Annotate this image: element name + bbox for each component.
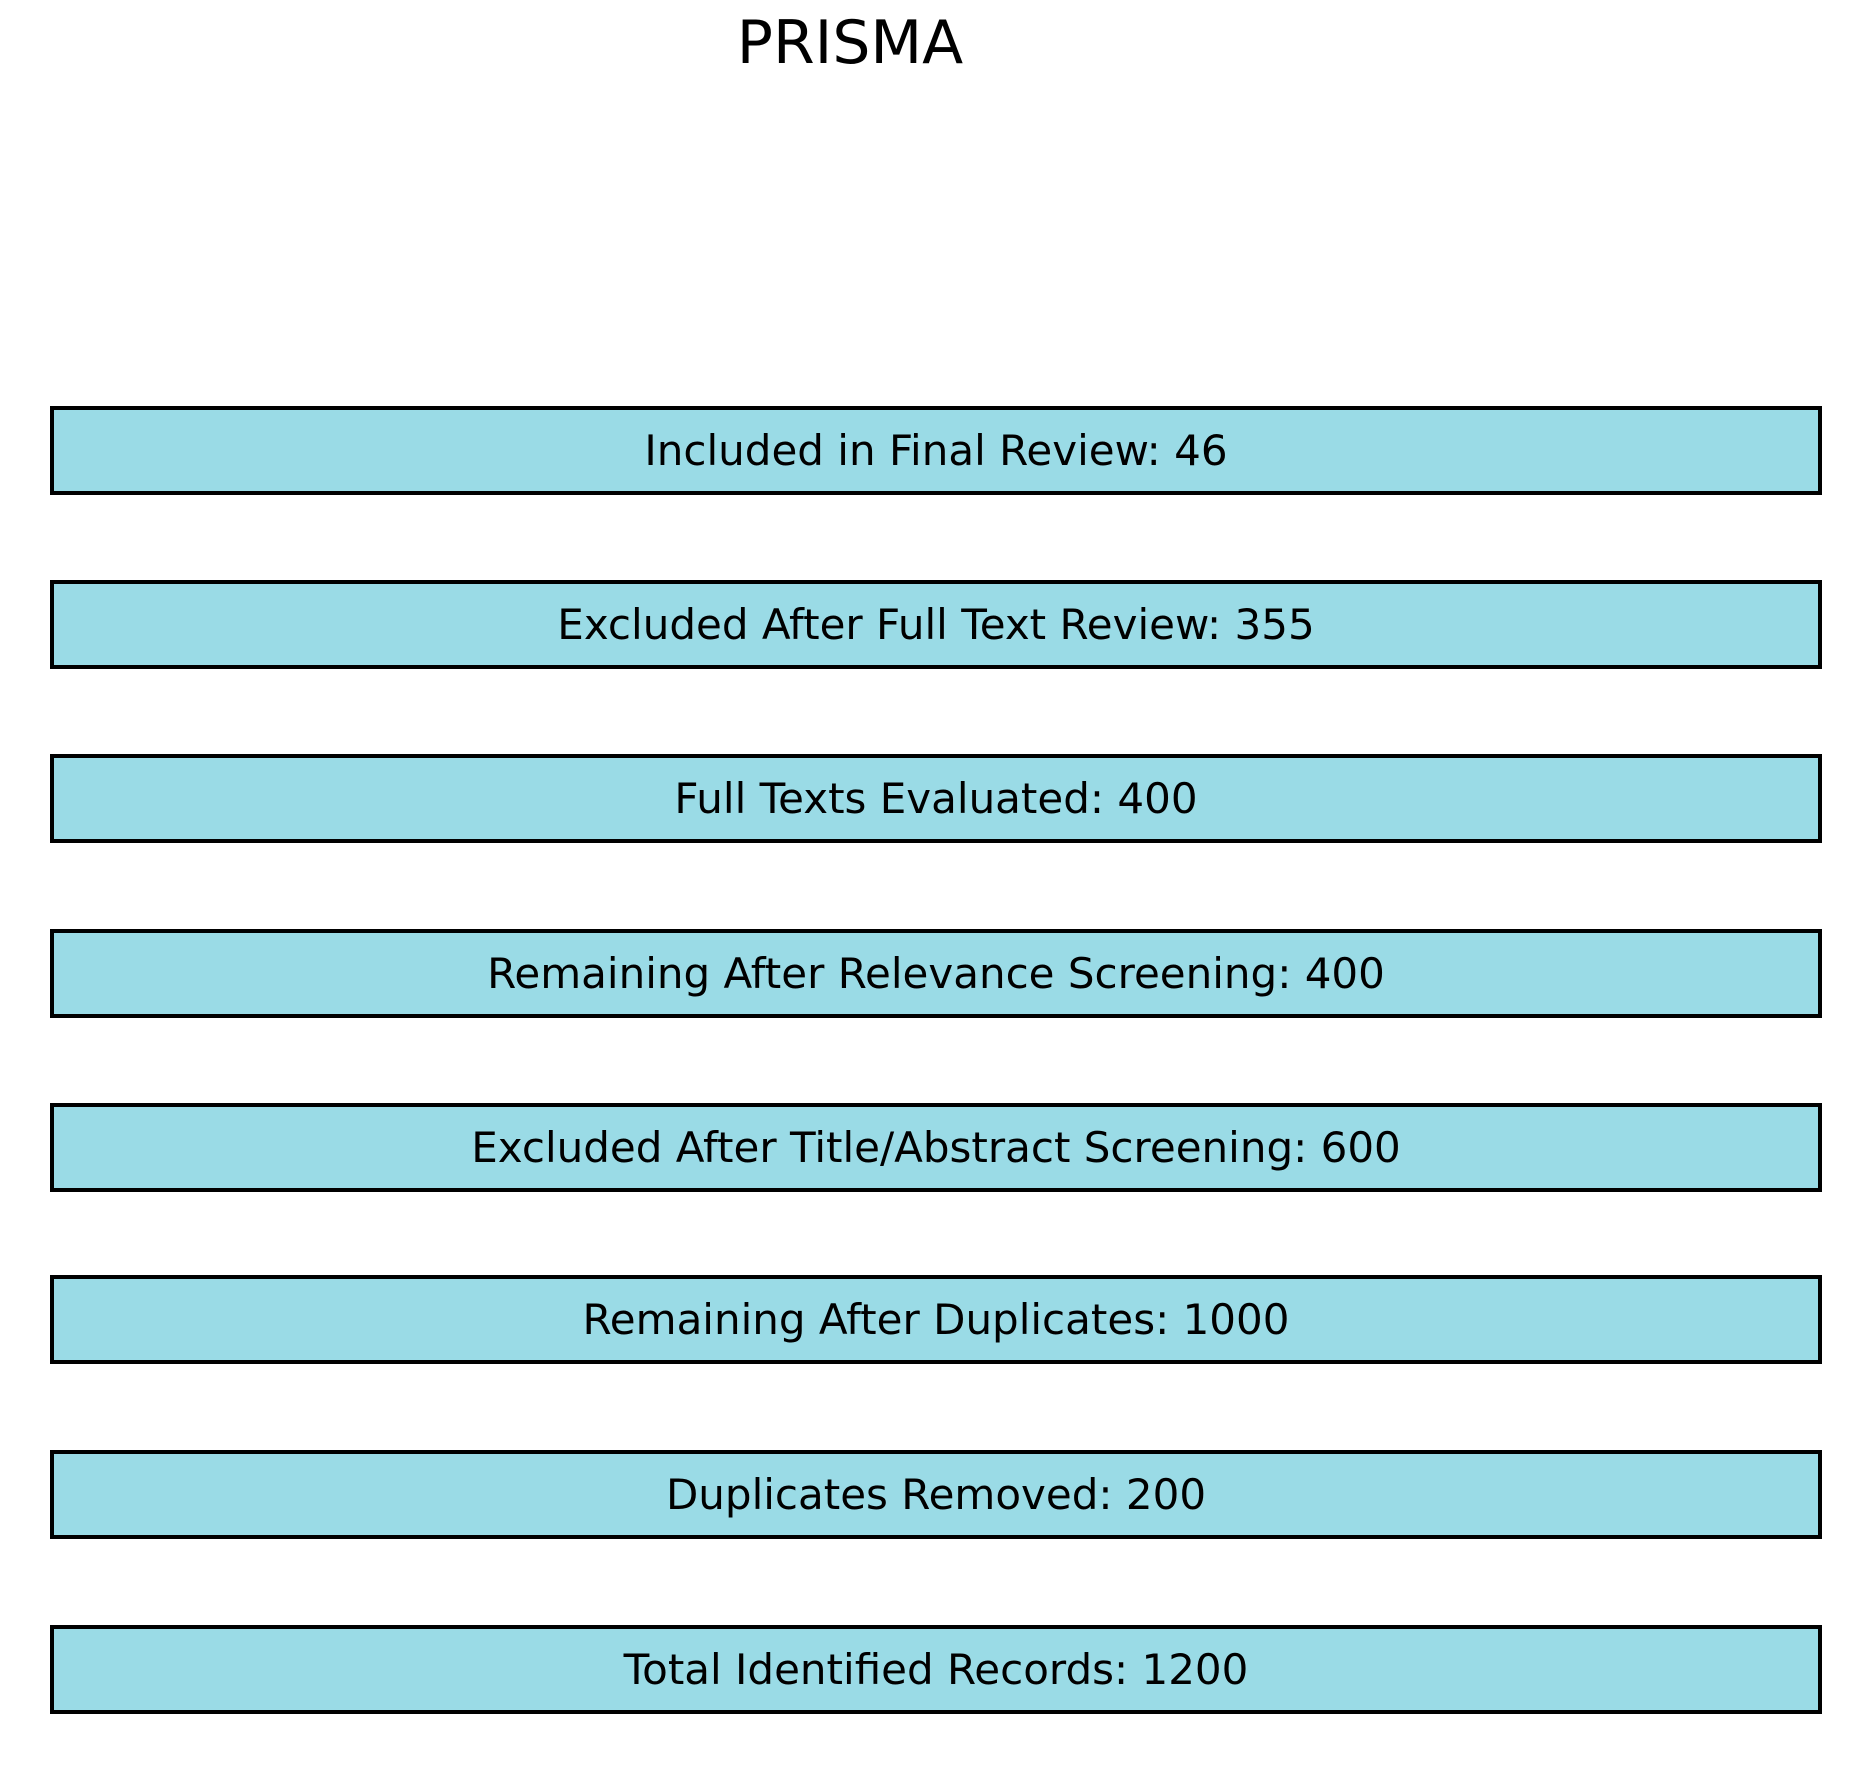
flow-box-full-texts-evaluated: Full Texts Evaluated: 400 bbox=[50, 754, 1822, 843]
flow-box-included-final-review: Included in Final Review: 46 bbox=[50, 406, 1822, 495]
flow-box-remaining-relevance-screening: Remaining After Relevance Screening: 400 bbox=[50, 929, 1822, 1018]
diagram-title: PRISMA bbox=[736, 8, 964, 78]
flow-box-total-identified-records: Total Identified Records: 1200 bbox=[50, 1625, 1822, 1714]
flow-box-excluded-full-text-review: Excluded After Full Text Review: 355 bbox=[50, 580, 1822, 669]
flow-box-remaining-after-duplicates: Remaining After Duplicates: 1000 bbox=[50, 1275, 1822, 1364]
flow-box-duplicates-removed: Duplicates Removed: 200 bbox=[50, 1450, 1822, 1539]
flow-box-excluded-title-abstract: Excluded After Title/Abstract Screening:… bbox=[50, 1103, 1822, 1192]
